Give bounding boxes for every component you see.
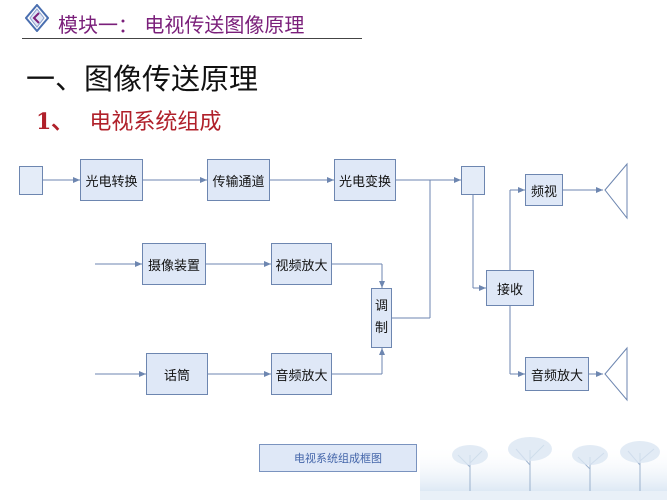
diamond-logo-icon (24, 3, 50, 33)
microphone-box: 话筒 (146, 353, 208, 395)
photo-convert-box: 光电转换 (80, 159, 143, 201)
audio-amp-rx-box: 音频放大 (525, 357, 589, 391)
display-output-icon (604, 162, 628, 220)
receive-box: 接收 (486, 270, 534, 306)
sub-heading-number: 1、 (36, 109, 74, 135)
video-amp-box: 视频放大 (271, 243, 332, 285)
input-source-box (19, 166, 43, 195)
transmit-channel-box: 传输通道 (207, 159, 270, 201)
header-title: 模块一： 电视传送图像原理 (58, 13, 305, 37)
audio-amp-tx-box: 音频放大 (271, 353, 332, 395)
modulate-box: 调 制 (371, 288, 392, 348)
speaker-output-icon (604, 346, 628, 402)
main-heading: 一、图像传送原理 (26, 62, 259, 96)
camera-box: 摄像装置 (142, 243, 206, 285)
output-node-box (461, 166, 485, 195)
video-out-box: 频视 (525, 174, 563, 206)
sub-heading-text: 电视系统组成 (89, 110, 222, 135)
decorative-tree-scene (420, 437, 667, 500)
header-divider (22, 38, 362, 39)
diagram-caption: 电视系统组成框图 (259, 444, 417, 472)
modulate-label-bottom: 制 (374, 321, 388, 336)
photo-convert-rev-box: 光电变换 (334, 159, 396, 201)
sub-heading: 1、电视系统组成 (36, 104, 221, 136)
modulate-label-top: 调 (374, 299, 388, 314)
